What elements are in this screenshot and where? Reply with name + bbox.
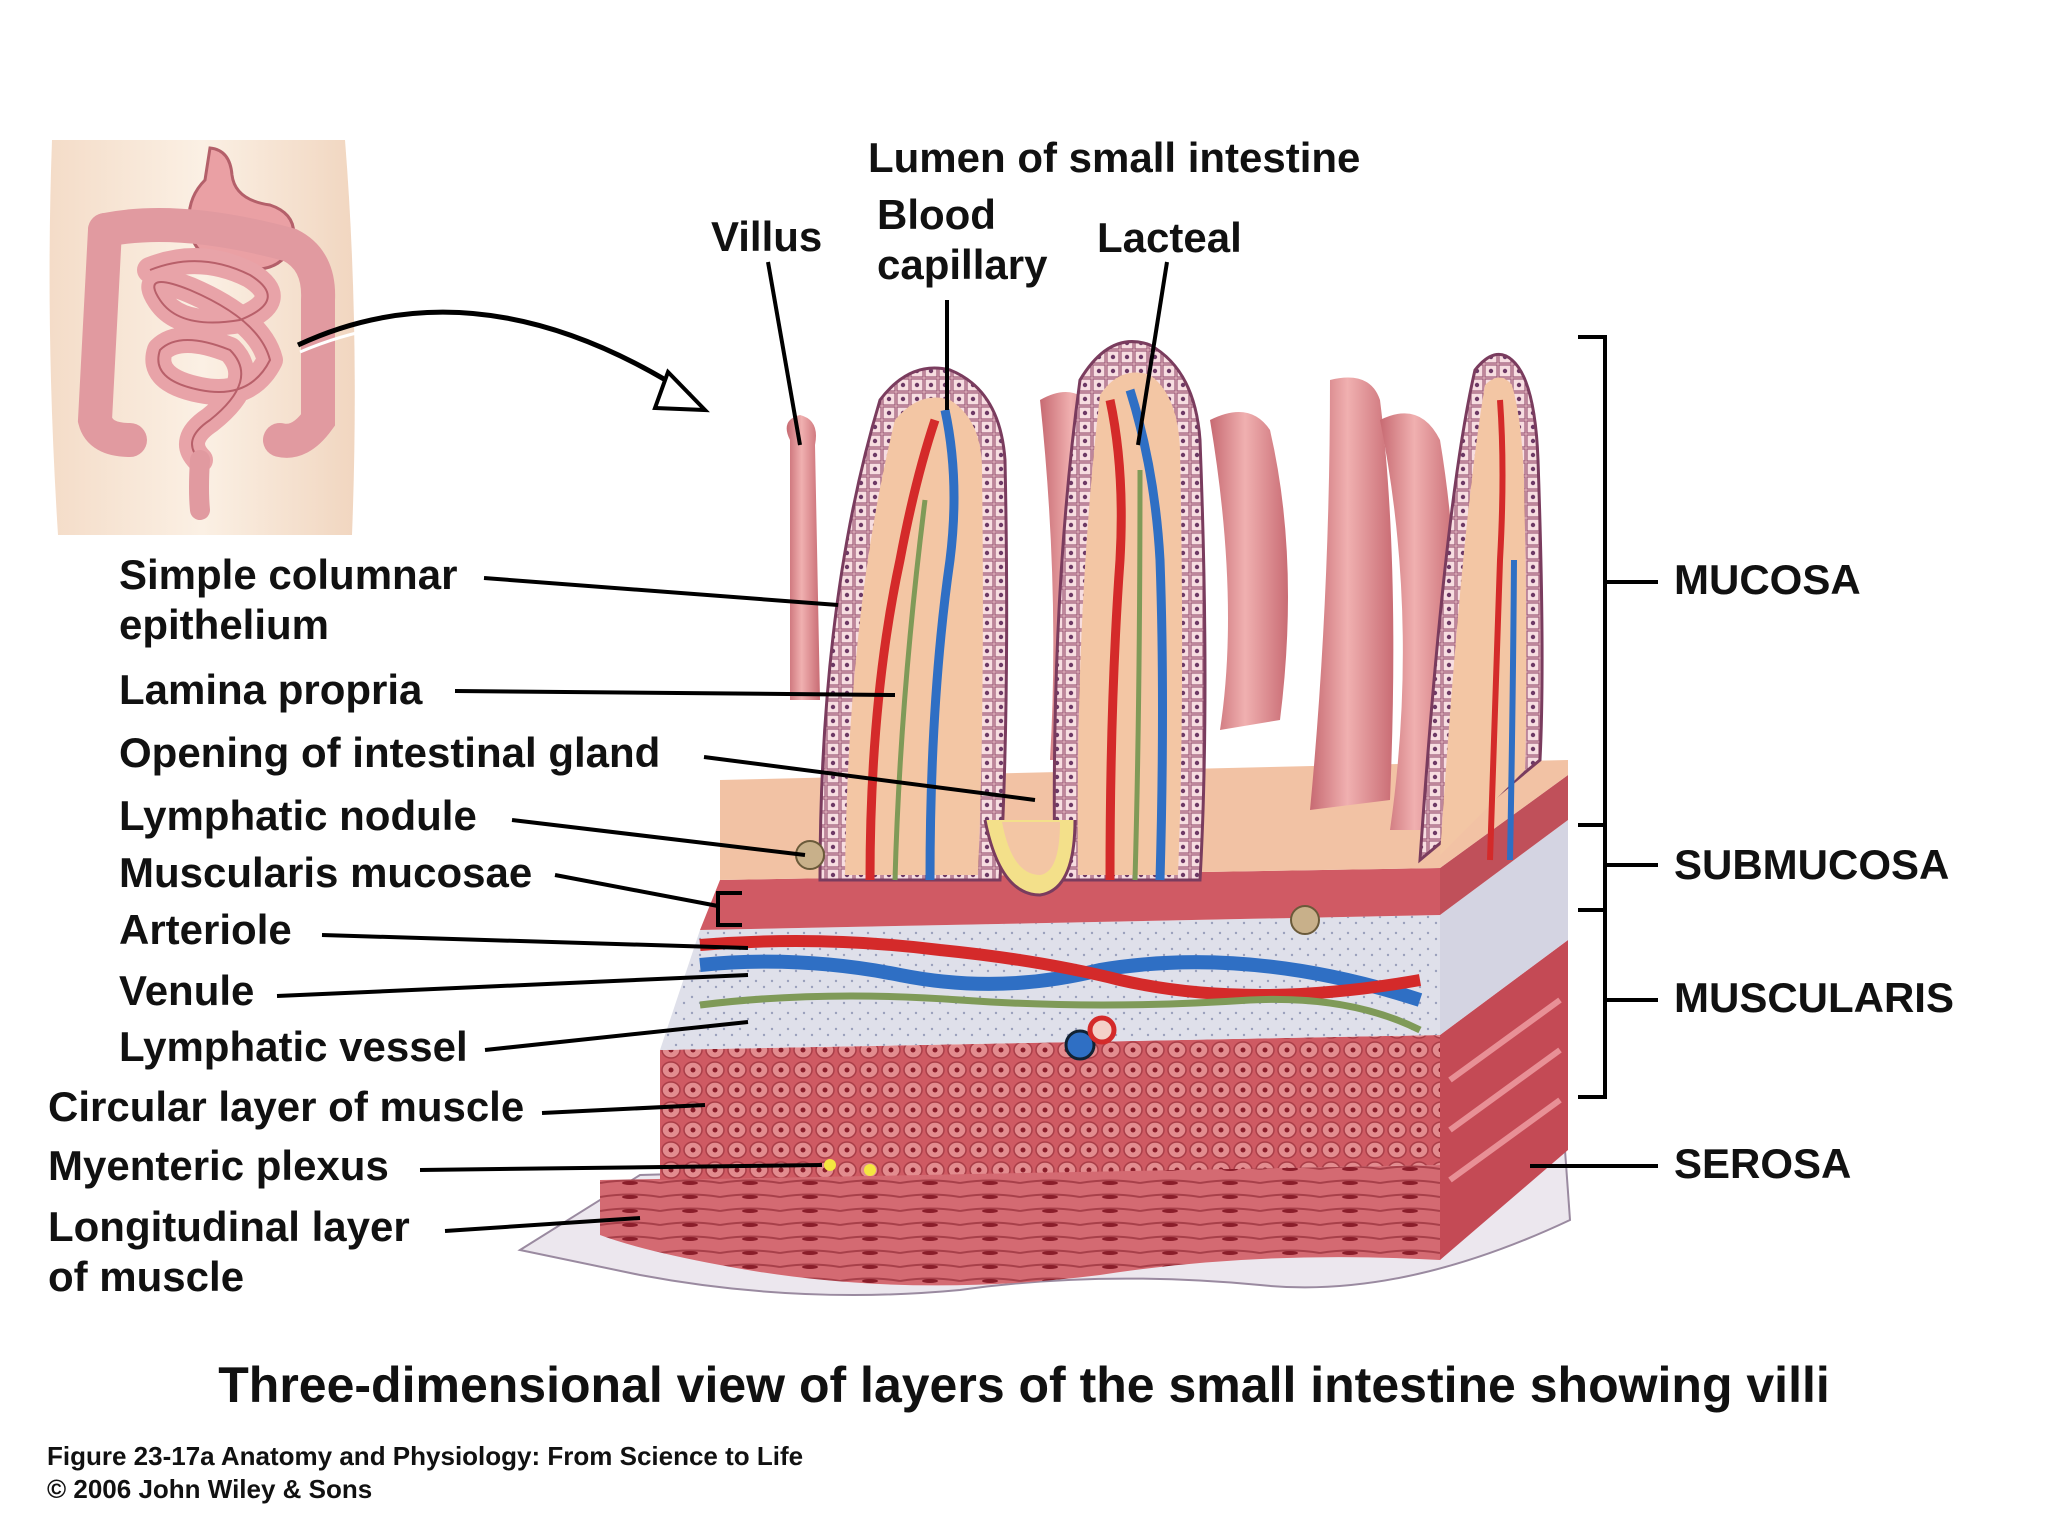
leader-lymphatic-nodule <box>511 818 806 857</box>
leader-lamina-propria <box>454 689 896 697</box>
label-muscularis: MUSCULARIS <box>1674 974 1954 1021</box>
leader-lines <box>276 261 1658 1233</box>
label-simple-columnar: Simple columnar epithelium <box>119 551 458 648</box>
torso-inset <box>49 140 355 535</box>
label-blood-capillary: Blood capillary <box>877 191 1048 288</box>
label-arteriole: Arteriole <box>119 906 292 953</box>
leader-arteriole <box>321 933 749 950</box>
figure-caption: Three-dimensional view of layers of the … <box>218 1357 1830 1413</box>
label-venule: Venule <box>119 967 255 1014</box>
label-serosa: SEROSA <box>1674 1140 1852 1187</box>
leader-venule <box>276 973 749 998</box>
leader-villus <box>766 261 802 446</box>
blood-vessels <box>699 388 1517 1176</box>
label-muscularis-mucosae: Muscularis mucosae <box>119 849 533 896</box>
label-lamina-propria: Lamina propria <box>119 666 423 713</box>
label-submucosa: SUBMUCOSA <box>1674 841 1950 888</box>
label-lymphatic-nodule: Lymphatic nodule <box>119 792 477 839</box>
leader-myenteric-plexus <box>419 1163 823 1172</box>
leader-simple-columnar <box>483 576 839 607</box>
bracket-muscularis-mucosae <box>716 891 742 927</box>
label-lacteal: Lacteal <box>1097 214 1242 261</box>
label-mucosa: MUCOSA <box>1674 556 1861 603</box>
label-villus: Villus <box>711 213 823 260</box>
label-myenteric-plexus: Myenteric plexus <box>48 1142 389 1189</box>
label-lymphatic-vessel: Lymphatic vessel <box>119 1023 468 1070</box>
leader-longitudinal-layer <box>444 1216 641 1233</box>
leader-lymphatic-vessel <box>484 1020 749 1052</box>
layer-bracket <box>1578 335 1607 1099</box>
figure-credit-line2: © 2006 John Wiley & Sons <box>47 1474 373 1504</box>
figure-credit-line1: Figure 23-17a Anatomy and Physiology: Fr… <box>47 1441 804 1471</box>
label-opening-gland: Opening of intestinal gland <box>119 729 661 776</box>
label-lumen: Lumen of small intestine <box>868 134 1361 181</box>
label-longitudinal-layer: Longitudinal layer of muscle <box>48 1203 410 1300</box>
leader-circular-layer <box>541 1103 706 1115</box>
leader-opening-gland <box>703 755 1036 802</box>
label-circular-layer: Circular layer of muscle <box>48 1083 525 1130</box>
leader-lacteal <box>1136 261 1169 446</box>
leader-muscularis-mucosae <box>554 873 719 908</box>
pointer-arrow <box>296 309 710 413</box>
